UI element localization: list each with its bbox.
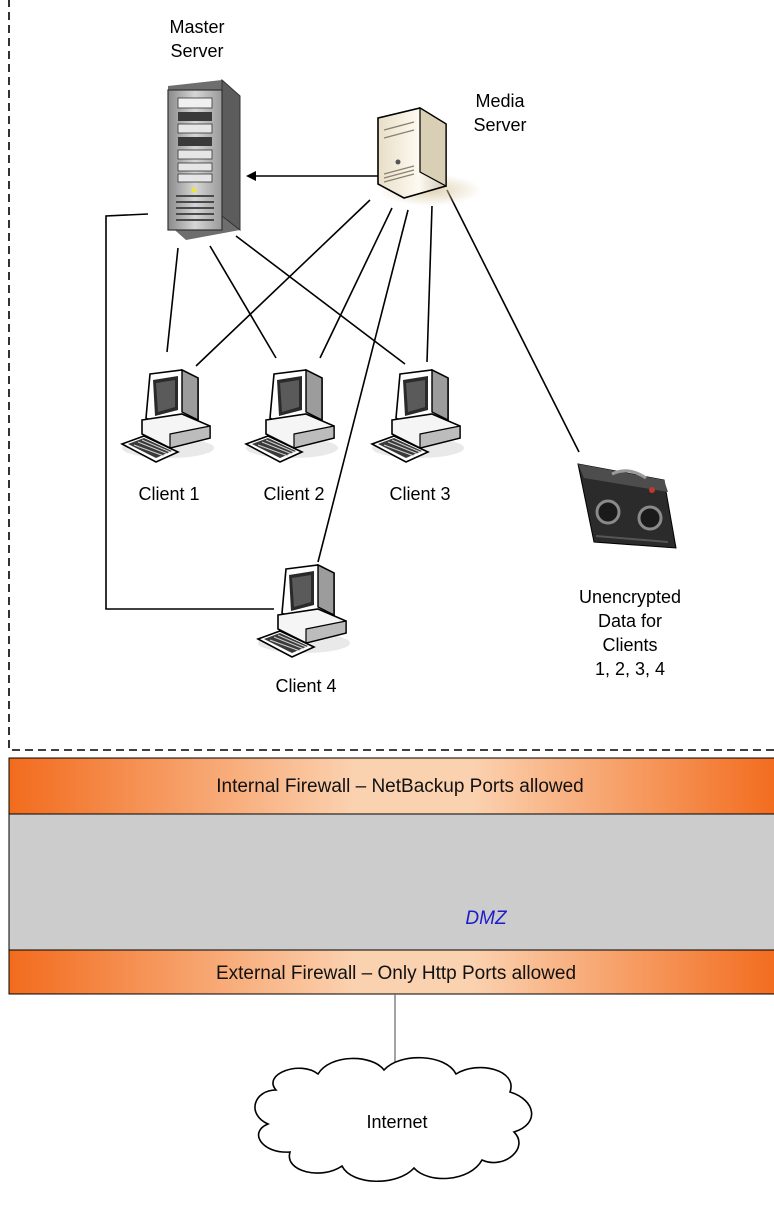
client1-computer-icon [121,369,215,463]
tape-cartridge-icon [577,463,677,549]
link-master-to-client2 [209,245,277,359]
client2-computer-icon [245,369,339,463]
tape-label-line1: Unencrypted [579,587,681,607]
internal-network-boundary [8,0,774,751]
link-master-to-client3 [235,235,406,365]
media-server-label-line1: Media [475,91,525,111]
link-master-to-client1 [166,247,179,353]
internal-firewall-band [8,757,774,815]
client3-label: Client 3 [389,484,450,504]
link-media-to-client4 [317,209,409,563]
external-firewall-label: External Firewall – Only Http Ports allo… [216,963,576,984]
media-server-label-line2: Server [473,115,526,135]
internet-label: Internet [366,1112,427,1132]
link-media-to-client3 [426,205,433,363]
internal-firewall-label: Internal Firewall – NetBackup Ports allo… [216,776,584,797]
tape-label-line4: 1, 2, 3, 4 [595,659,665,679]
link-master-to-client4 [105,213,274,610]
client4-label: Client 4 [275,676,336,696]
connections [105,171,580,610]
external-firewall-band [8,949,774,995]
tape-label-line3: Clients [602,635,657,655]
arrow-head-master [246,171,256,181]
link-media-to-client1 [195,199,371,367]
dmz-label: DMZ [465,908,508,929]
internet-cloud-icon [254,1056,533,1183]
master-server-label-line2: Server [170,41,223,61]
tape-label-line2: Data for [598,611,662,631]
client2-label: Client 2 [263,484,324,504]
master-server-label-line1: Master [169,17,224,37]
link-media-to-tape [446,189,580,453]
client1-label: Client 1 [138,484,199,504]
media-server-icon [377,106,482,206]
master-server-icon [167,78,241,240]
dmz-zone [8,813,774,951]
client3-computer-icon [371,369,465,463]
link-media-to-client2 [319,207,393,359]
client4-computer-icon [257,564,351,658]
